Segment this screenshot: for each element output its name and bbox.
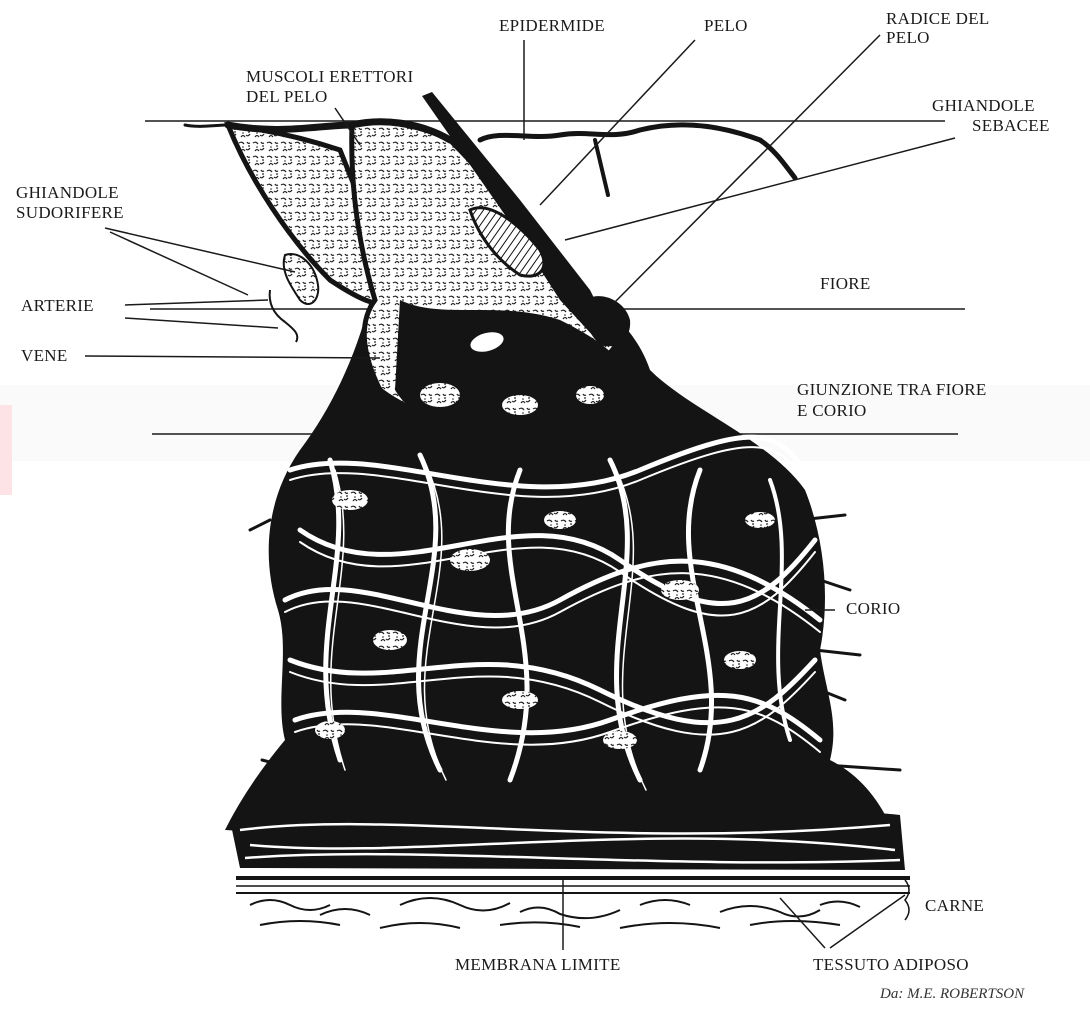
membrana-limite [236,878,910,893]
label-ghiandole-sudorifere-line2: SUDORIFERE [16,203,124,222]
label-giunzione-line2: E CORIO [797,401,867,420]
figure-credit: Da: M.E. ROBERTSON [880,986,1024,1003]
label-tessuto-adiposo: TESSUTO ADIPOSO [813,955,969,974]
leader-sudorifere-1 [105,228,295,272]
arteria-vessel [270,290,298,342]
leader-tessuto-2 [830,895,905,948]
label-ghiandole-sudorifere-line1: GHIANDOLE [16,183,119,202]
label-vene: VENE [21,346,68,365]
label-giunzione-line1: GIUNZIONE TRA FIORE [797,380,987,399]
leader-sudorifere-2 [110,232,248,295]
lower-fibre-layer [230,799,905,870]
leader-pelo [540,40,695,205]
label-ghiandole-sebacee-line1: GHIANDOLE [932,96,1035,115]
label-epidermide: EPIDERMIDE [499,16,605,35]
label-membrana-limite: MEMBRANA LIMITE [455,955,621,974]
leader-arterie-1 [125,300,268,305]
leader-radice [612,35,880,305]
label-pelo: PELO [704,16,748,35]
label-carne: CARNE [925,896,984,915]
leader-vene [85,356,380,358]
label-ghiandole-sebacee-line2: SEBACEE [972,116,1050,135]
leader-sebacee [565,138,955,240]
label-arterie: ARTERIE [21,296,94,315]
label-corio: CORIO [846,599,900,618]
label-muscoli-line1: MUSCOLI ERETTORI [246,67,413,86]
label-fiore: FIORE [820,274,871,293]
leader-arterie-2 [125,318,278,328]
label-radice-line2: PELO [886,28,930,47]
carne-tissue [250,880,909,928]
label-radice-line1: RADICE DEL [886,9,990,28]
label-muscoli-line2: DEL PELO [246,87,328,106]
